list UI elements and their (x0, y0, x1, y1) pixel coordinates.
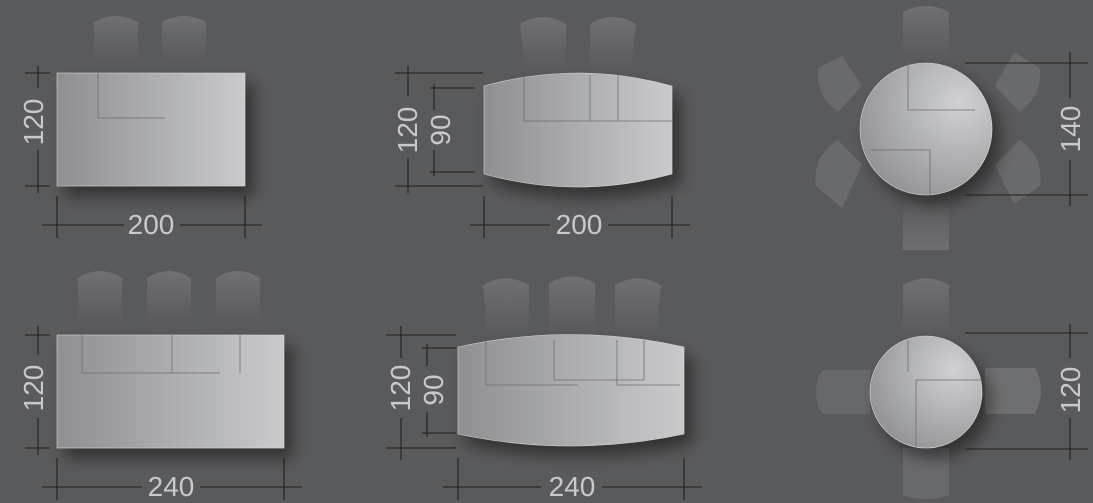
chair (147, 271, 191, 325)
dimension-depth: 120 (18, 326, 50, 455)
chair (995, 140, 1041, 204)
table-top (56, 334, 285, 449)
chair (216, 271, 260, 325)
table-top (457, 334, 685, 447)
chair (162, 16, 206, 62)
table-top (483, 72, 673, 188)
dimension-end-depth: 90 (425, 84, 475, 176)
chair-outline (97, 73, 165, 119)
end-depth-label: 90 (425, 114, 456, 145)
chair-outline (81, 335, 241, 374)
layout-round-140: 140 (815, 6, 1088, 250)
dimension-diameter: 140 (965, 52, 1088, 206)
width-label: 240 (148, 471, 195, 502)
chair-outline (870, 62, 975, 195)
diameter-label: 140 (1055, 106, 1086, 153)
layout-round-120: 120 (816, 278, 1088, 499)
chair (590, 17, 636, 72)
depth-label: 120 (385, 365, 416, 412)
layout-rect-240: 120 240 (18, 271, 302, 502)
dimension-depth: 120 (385, 326, 456, 460)
dimension-width: 200 (470, 196, 690, 240)
chair (903, 278, 949, 336)
chair-outline (523, 75, 672, 122)
chair (995, 52, 1041, 112)
width-label: 240 (549, 471, 596, 502)
dimension-width: 240 (42, 458, 302, 502)
dimension-diameter: 120 (965, 324, 1088, 460)
end-depth-label: 90 (418, 374, 449, 405)
table-top (869, 335, 983, 449)
chair (520, 17, 566, 72)
chair (816, 370, 870, 414)
chair (615, 278, 661, 335)
chair (903, 194, 949, 250)
dimension-end-depth: 90 (418, 344, 456, 437)
diameter-label: 120 (1055, 367, 1086, 414)
chair (815, 140, 862, 208)
width-label: 200 (556, 209, 603, 240)
chair-group (78, 271, 260, 325)
chair (94, 16, 138, 62)
chair-group (815, 6, 1041, 250)
chair-outline (485, 340, 680, 386)
chair (817, 56, 862, 112)
layout-barrel-200: 120 90 200 (392, 17, 690, 240)
width-label: 200 (128, 209, 175, 240)
chair-group (94, 16, 206, 62)
chair (78, 271, 122, 325)
table-top (859, 62, 993, 196)
dimension-width: 240 (443, 458, 702, 502)
chair-group (483, 276, 661, 335)
layout-barrel-240: 120 90 240 (385, 276, 702, 502)
chair (483, 278, 529, 335)
chair-group (816, 278, 1041, 499)
dimension-depth: 120 (18, 66, 50, 193)
chair (549, 276, 595, 335)
chair (903, 6, 949, 60)
chair (985, 368, 1041, 414)
table-top (56, 72, 246, 187)
depth-label: 120 (18, 99, 49, 146)
chair-group (520, 17, 636, 72)
chair-outline (907, 340, 982, 448)
chair (903, 448, 949, 499)
dimension-width: 200 (42, 196, 262, 240)
depth-label: 120 (18, 365, 49, 412)
dimension-depth: 120 (392, 66, 483, 193)
layout-rect-200: 120 200 (18, 16, 262, 240)
depth-label: 120 (392, 107, 423, 154)
